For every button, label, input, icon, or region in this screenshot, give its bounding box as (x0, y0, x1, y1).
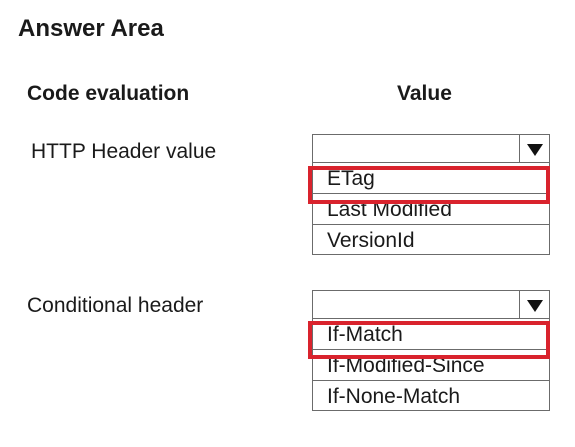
conditional-header-select[interactable] (313, 291, 549, 319)
conditional-header-label: Conditional header (27, 294, 204, 317)
option-versionid[interactable]: VersionId (327, 229, 415, 252)
value-column-header: Value (397, 82, 452, 105)
triangle-down-icon[interactable] (519, 291, 549, 318)
triangle-down-icon[interactable] (519, 135, 549, 162)
answer-area-title: Answer Area (18, 15, 164, 42)
option-last-modified[interactable]: Last Modified (313, 194, 549, 225)
option-if-match[interactable]: If-Match (313, 319, 549, 350)
conditional-header-dropdown[interactable]: If-Match If-Modified-Since If-None-Match (312, 290, 550, 411)
option-etag[interactable]: ETag (313, 163, 549, 194)
option-if-modified-since[interactable]: If-Modified-Since (313, 350, 549, 381)
http-header-value-select[interactable] (313, 135, 549, 163)
option-if-none-match[interactable]: If-None-Match (327, 385, 461, 408)
code-evaluation-column-header: Code evaluation (27, 82, 190, 105)
http-header-value-dropdown[interactable]: ETag Last Modified VersionId (312, 134, 550, 255)
http-header-value-label: HTTP Header value (31, 140, 217, 163)
